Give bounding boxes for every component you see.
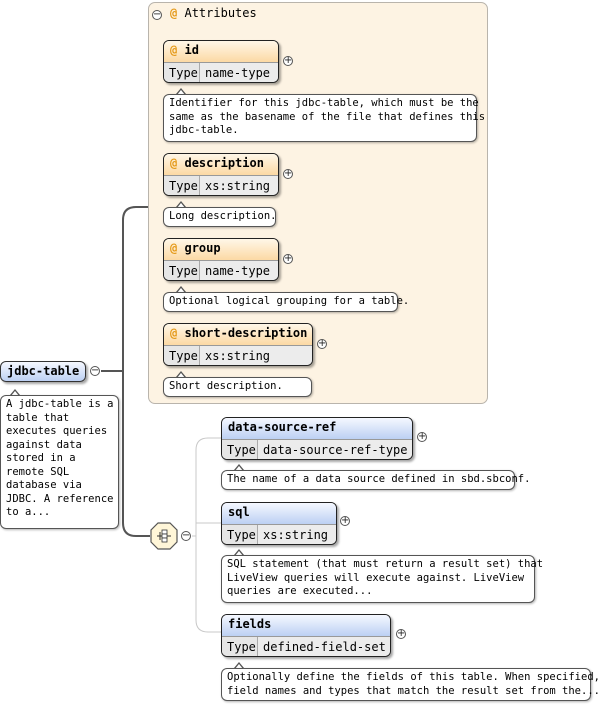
attribute-at-icon: @ xyxy=(170,326,178,340)
element-fields-note: Optionally define the fields of this tab… xyxy=(221,668,600,701)
type-value: name-type xyxy=(200,63,278,82)
attribute-description-note: Long description. xyxy=(163,207,276,227)
note-tail xyxy=(234,549,244,556)
type-label: Type xyxy=(222,440,258,459)
attributes-title: @ Attributes xyxy=(170,6,257,20)
type-value: name-type xyxy=(200,261,278,280)
type-label: Type xyxy=(164,63,200,82)
type-value: xs:string xyxy=(258,525,336,544)
expand-icon[interactable]: + xyxy=(417,431,427,442)
expand-icon[interactable]: + xyxy=(283,168,293,179)
type-label: Type xyxy=(222,637,258,656)
attribute-id-note: Identifier for this jdbc-table, which mu… xyxy=(163,94,485,142)
type-label: Type xyxy=(222,525,258,544)
element-name: data-source-ref xyxy=(222,418,412,439)
attribute-name: group xyxy=(184,241,221,255)
expand-icon[interactable]: + xyxy=(317,338,327,349)
element-name: fields xyxy=(222,615,390,636)
note-tail xyxy=(176,201,186,208)
type-label: Type xyxy=(164,261,200,280)
element-name: sql xyxy=(222,503,336,524)
note-tail xyxy=(176,286,186,293)
type-value: defined-field-set xyxy=(258,637,390,656)
element-sql-note: SQL statement (that must return a result… xyxy=(221,555,543,603)
attribute-short-description-note: Short description. xyxy=(163,377,312,397)
note-tail xyxy=(234,662,244,669)
attributes-collapse-icon[interactable]: − xyxy=(152,9,162,20)
note-tail xyxy=(176,371,186,378)
type-label: Type xyxy=(164,176,200,195)
type-label: Type xyxy=(164,346,200,365)
attribute-at-icon: @ xyxy=(170,6,178,20)
attribute-at-icon: @ xyxy=(170,156,178,170)
note-tail xyxy=(10,389,20,396)
sequence-compositor-icon[interactable] xyxy=(150,522,178,550)
attribute-name: id xyxy=(184,43,199,57)
expand-icon[interactable]: + xyxy=(283,253,293,264)
root-note: A jdbc-table is a table that executes qu… xyxy=(0,395,119,529)
element-data-source-ref-note: The name of a data source defined in sbd… xyxy=(221,470,530,490)
attribute-at-icon: @ xyxy=(170,241,178,255)
attribute-name: short-description xyxy=(184,326,308,340)
attribute-group-note: Optional logical grouping for a table. xyxy=(163,292,409,312)
expand-icon[interactable]: + xyxy=(340,515,350,526)
type-value: xs:string xyxy=(200,346,312,365)
sequence-collapse-icon[interactable]: − xyxy=(181,530,191,541)
root-collapse-icon[interactable]: − xyxy=(90,365,100,376)
note-tail xyxy=(234,464,244,471)
attribute-at-icon: @ xyxy=(170,43,178,57)
note-tail xyxy=(176,88,186,95)
attribute-name: description xyxy=(184,156,264,170)
root-element-jdbc-table[interactable]: jdbc-table xyxy=(0,361,86,382)
expand-icon[interactable]: + xyxy=(283,55,293,66)
expand-icon[interactable]: + xyxy=(396,628,406,639)
type-value: data-source-ref-type xyxy=(258,440,412,459)
type-value: xs:string xyxy=(200,176,278,195)
